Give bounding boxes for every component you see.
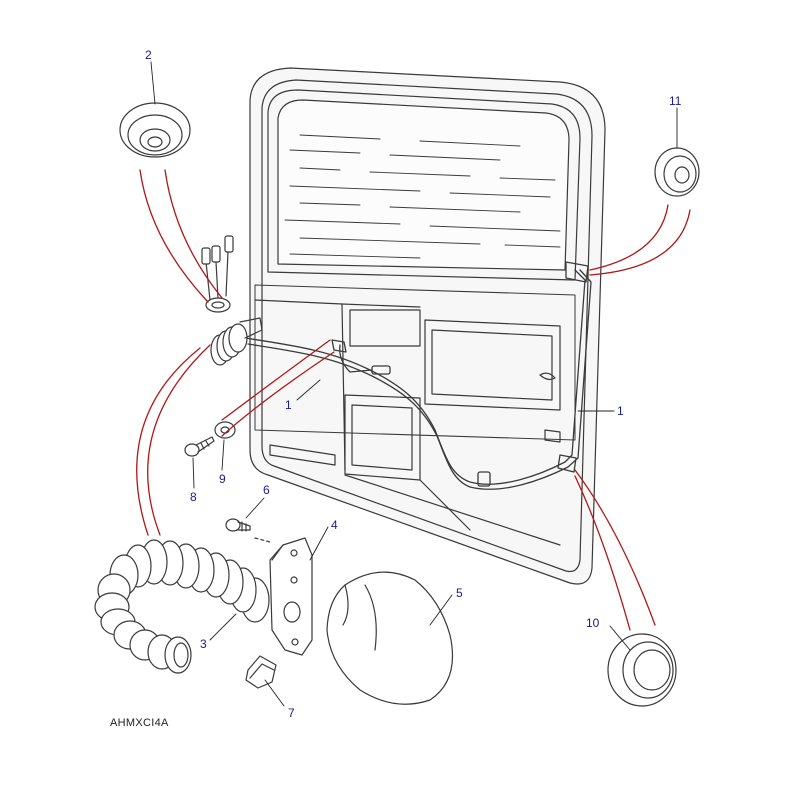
harness-sleeve: [210, 317, 263, 366]
callout-2: 2: [145, 48, 152, 62]
callout-5: 5: [456, 586, 463, 600]
callout-8: 8: [190, 490, 197, 504]
callout-10: 10: [586, 616, 600, 630]
bracket-item-4: [269, 537, 313, 656]
window-glass-shading: [284, 134, 561, 259]
callout-3: 3: [200, 637, 207, 651]
callout-7: 7: [288, 706, 295, 720]
callout-4: 4: [331, 518, 338, 532]
callout-1-left: 1: [285, 398, 292, 412]
grommet-item-11: [654, 147, 700, 197]
screw-item-6: [225, 518, 271, 543]
illustration-reference-code: AHMXCI4A: [110, 717, 169, 729]
callout-leaders: [150, 61, 678, 707]
callout-1-right: 1: [617, 404, 624, 418]
grommet-item-2: [119, 102, 191, 158]
clip-item-7: [245, 655, 277, 689]
washer-item-9: [214, 421, 236, 439]
screw-item-8: [184, 436, 215, 457]
gaiter-item-5: [326, 571, 454, 705]
grommet-item-10: [607, 633, 677, 707]
callout-11: 11: [669, 94, 682, 108]
convoluted-tube-item-3: [94, 539, 270, 674]
callout-6: 6: [263, 483, 270, 497]
door-panel: [249, 67, 606, 585]
red-leader-lines: [136, 169, 691, 631]
callout-9: 9: [219, 472, 226, 486]
wiring-harness: [244, 261, 592, 490]
wire-connectors: [201, 235, 234, 313]
